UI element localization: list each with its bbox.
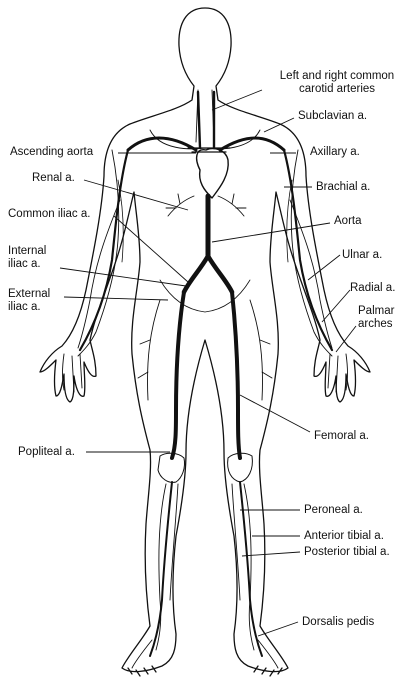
left-femoral (170, 290, 186, 460)
label-radial: Radial a. (350, 282, 396, 294)
label-carotid: Left and right common carotid arteries (262, 70, 410, 96)
right-femoral (230, 290, 242, 460)
label-ascending-aorta: Ascending aorta (10, 146, 94, 158)
label-internal-iliac-line2: iliac a. (8, 258, 41, 270)
label-internal-iliac-line1: Internal (8, 245, 47, 257)
right-common-iliac (205, 253, 235, 295)
body-outline (39, 7, 371, 673)
leader-lines (59, 89, 357, 637)
label-carotid-line2: carotid arteries (298, 83, 376, 95)
label-palmar: Palmar arches (358, 305, 394, 331)
left-lower-leg-artery (149, 481, 173, 657)
label-subclavian: Subclavian a. (298, 110, 368, 122)
label-internal-iliac: Internal iliac a. (8, 245, 46, 271)
label-common-iliac: Common iliac a. (8, 208, 91, 220)
label-posterior-tibial: Posterior tibial a. (304, 546, 390, 558)
left-arm-artery (78, 148, 130, 352)
label-carotid-line1: Left and right common (279, 70, 395, 82)
label-anterior-tibial: Anterior tibial a. (304, 530, 384, 542)
label-femoral: Femoral a. (314, 430, 369, 442)
left-common-iliac (181, 253, 211, 295)
label-external-iliac: External iliac a. (8, 288, 50, 314)
label-peroneal: Peroneal a. (304, 504, 363, 516)
label-external-iliac-line2: iliac a. (8, 301, 41, 313)
carotid-left (196, 90, 202, 150)
label-palmar-line2: arches (358, 318, 393, 330)
right-lower-leg-artery (239, 481, 263, 657)
label-popliteal: Popliteal a. (18, 446, 75, 458)
label-axillary: Axillary a. (310, 146, 360, 158)
label-brachial: Brachial a. (316, 181, 371, 193)
label-palmar-line1: Palmar (358, 305, 395, 317)
heart (195, 147, 229, 199)
label-aorta: Aorta (334, 215, 362, 227)
label-ulnar: Ulnar a. (342, 249, 383, 261)
label-dorsalis-pedis: Dorsalis pedis (302, 616, 375, 628)
label-external-iliac-line1: External (8, 288, 51, 300)
right-arm-artery (282, 148, 334, 352)
subclavian-arch (126, 136, 286, 152)
label-renal: Renal a. (32, 172, 75, 184)
